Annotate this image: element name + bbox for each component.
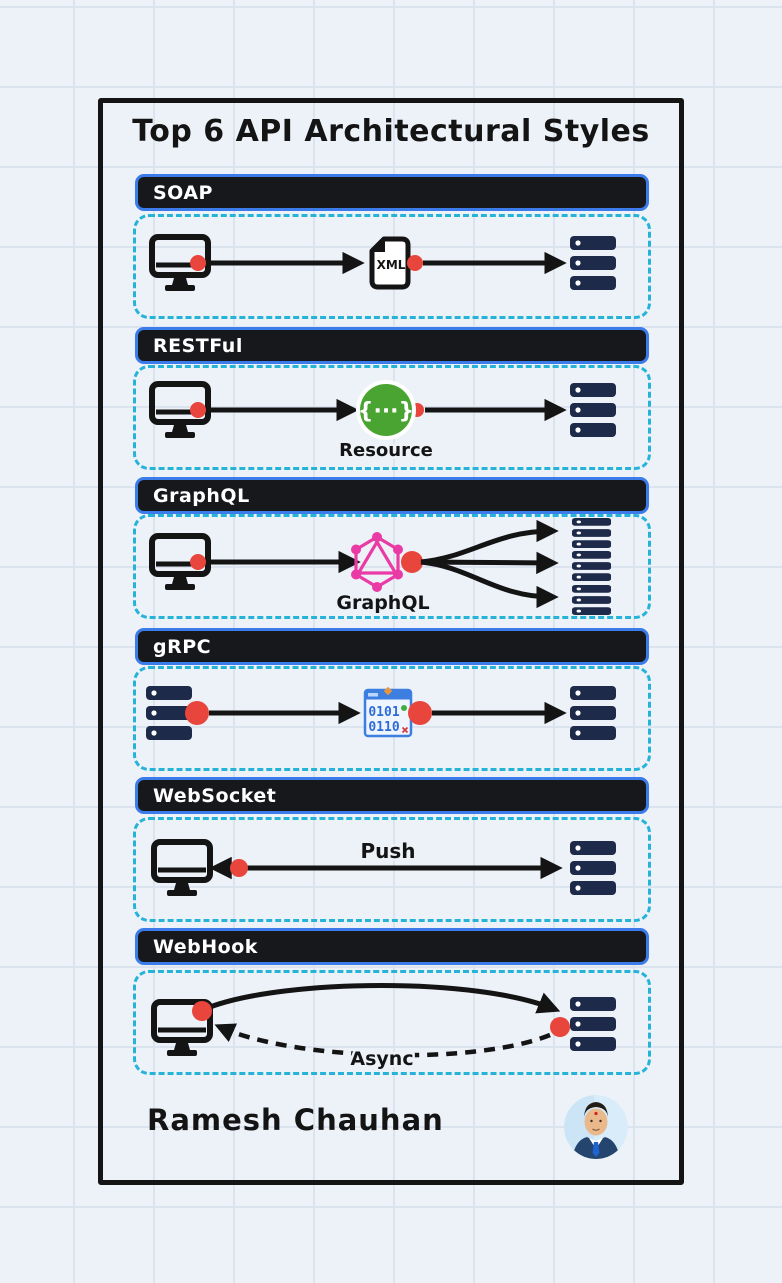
eye-left <box>590 1119 593 1123</box>
xml-label: XML <box>377 258 406 272</box>
titlebar-text-mark <box>368 693 378 697</box>
section-label: WebHook <box>153 935 258 958</box>
connection-dot <box>401 551 423 573</box>
connection-dot <box>185 701 209 725</box>
grpc-diagram: 0101 0110 <box>146 686 616 740</box>
author-name: Ramesh Chauhan <box>147 1103 444 1137</box>
bindi-dot <box>594 1111 598 1116</box>
page-title: Top 6 API Architectural Styles <box>132 114 650 149</box>
face <box>584 1108 608 1136</box>
avatar-illustration <box>564 1095 628 1159</box>
resource-json-icon <box>360 384 412 436</box>
section-header-soap: SOAP <box>135 174 649 211</box>
binary-message-icon: 0101 0110 <box>363 686 413 738</box>
fanout-arrow-middle <box>420 551 559 575</box>
binary-line-1: 0101 <box>368 705 399 720</box>
graphql-caption: GraphQL <box>336 592 429 614</box>
main-frame: Top 6 API Architectural Styles SOAP XML … <box>98 98 684 1185</box>
section-label: GraphQL <box>153 484 250 507</box>
server-icon <box>570 997 616 1051</box>
fanout-arrow-top <box>420 519 559 565</box>
push-label: Push <box>360 839 415 863</box>
eye-right <box>599 1119 602 1123</box>
soap-diagram: XML <box>136 217 616 316</box>
section-diagram-soap: XML <box>133 214 651 319</box>
section-diagram-restful: {···} Resource <box>133 365 651 470</box>
binary-line-2: 0110 <box>368 720 399 735</box>
connection-dot <box>190 554 206 570</box>
section-header-grpc: gRPC <box>135 628 649 665</box>
author-avatar <box>564 1095 628 1159</box>
restful-diagram: {···} Resource <box>136 380 616 464</box>
section-diagram-websocket: Push <box>133 817 651 922</box>
server-icon <box>570 686 616 740</box>
section-label: RESTFul <box>153 334 243 357</box>
graphql-logo-icon <box>349 532 405 592</box>
smile <box>592 1128 600 1131</box>
section-header-restful: RESTFul <box>135 327 649 364</box>
server-icon <box>570 383 616 437</box>
section-label: WebSocket <box>153 784 277 807</box>
green-dot-mark <box>401 705 407 711</box>
server-icon <box>570 236 616 290</box>
webhook-diagram: Async <box>136 983 616 1072</box>
connection-dot <box>192 1001 212 1021</box>
hair <box>584 1102 608 1119</box>
register-arrow <box>209 983 561 1014</box>
connection-dot <box>190 402 206 418</box>
graphql-diagram: GraphQL <box>136 518 612 616</box>
section-label: SOAP <box>153 181 213 204</box>
connection-dot <box>190 255 206 271</box>
server-icon <box>572 518 612 548</box>
connection-dot <box>408 701 432 725</box>
server-icon <box>572 585 612 615</box>
section-diagram-webhook: Async <box>133 970 651 1075</box>
section-header-graphql: GraphQL <box>135 477 649 514</box>
fanout-arrows <box>420 519 559 609</box>
server-icon <box>570 841 616 895</box>
section-diagram-grpc: 0101 0110 <box>133 666 651 771</box>
websocket-diagram: Push <box>136 837 616 919</box>
section-label: gRPC <box>153 635 212 658</box>
connection-dot <box>230 859 248 877</box>
section-header-websocket: WebSocket <box>135 777 649 814</box>
section-header-webhook: WebHook <box>135 928 649 965</box>
tie <box>592 1142 600 1157</box>
red-x-mark <box>401 726 409 734</box>
client-monitor-icon <box>154 842 210 896</box>
connection-dot <box>407 255 423 271</box>
async-label: Async <box>350 1048 413 1070</box>
json-braces-glyph: {···} <box>358 399 414 424</box>
connection-dot <box>550 1017 570 1037</box>
section-diagram-graphql: GraphQL <box>133 514 651 619</box>
server-icon <box>572 551 612 581</box>
fanout-arrow-bottom <box>420 559 559 609</box>
resource-caption: Resource <box>339 440 433 461</box>
